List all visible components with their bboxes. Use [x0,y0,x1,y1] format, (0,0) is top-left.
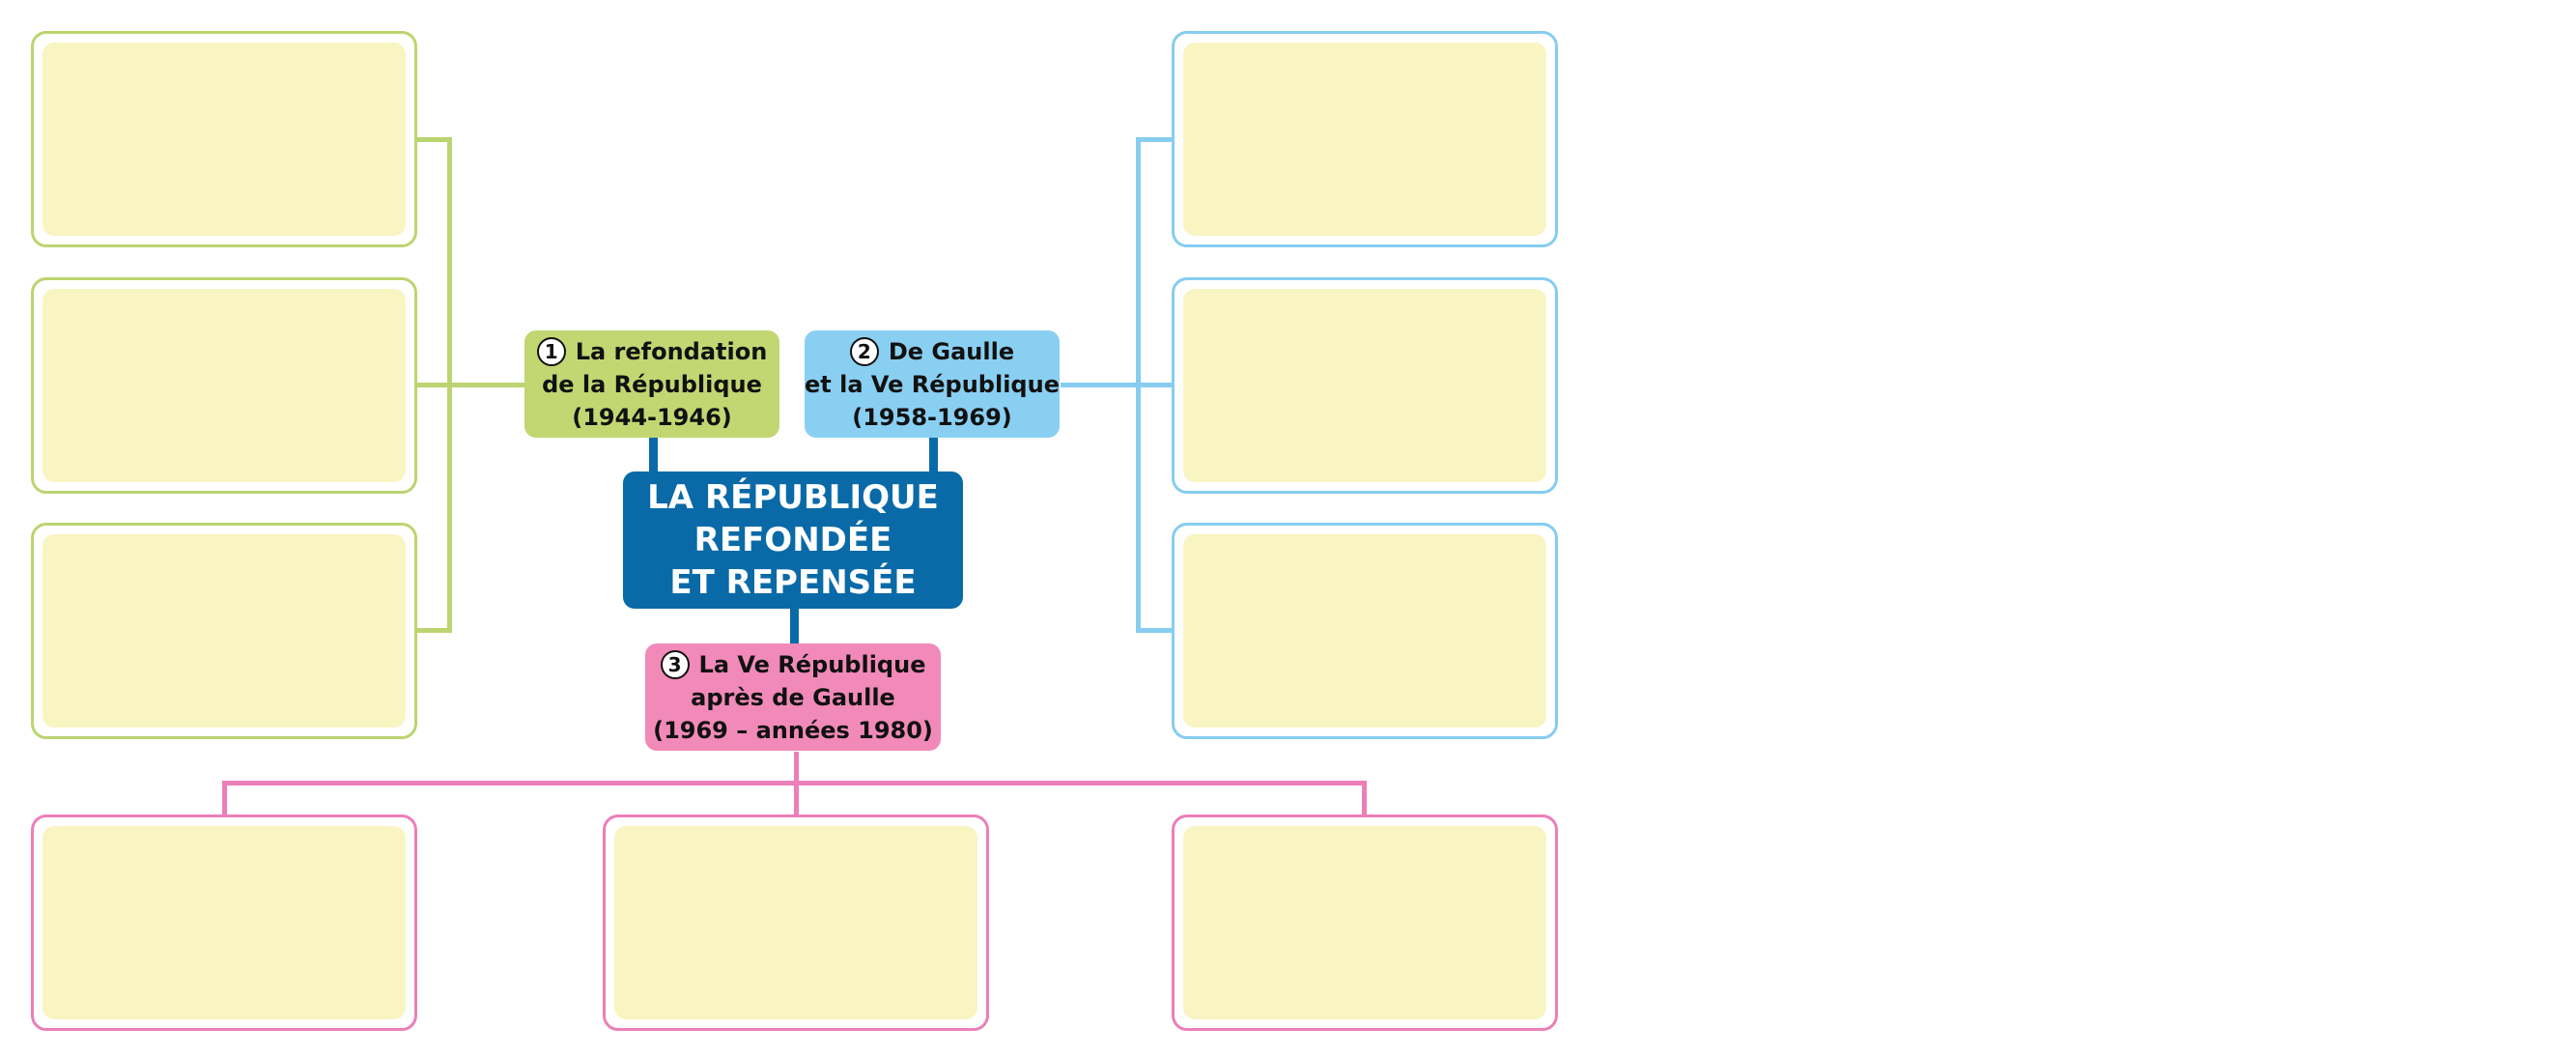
branch-1-label: 1 La refondation de la République (1944-… [524,330,779,438]
connector [222,781,227,814]
connector [417,137,452,142]
branch-1-empty-box-3[interactable] [31,523,417,739]
connector [649,437,658,473]
box-fill [614,826,977,1019]
connector [794,781,799,814]
connector [447,137,452,633]
branch-3-line-1: La Ve République [698,650,926,678]
branch-1-line-1: La refondation [575,337,768,365]
branch-2-empty-box-2[interactable] [1172,277,1558,494]
box-fill [42,43,406,236]
central-title-line-2: REFONDÉE [694,521,892,559]
branch-3-empty-box-1[interactable] [31,814,417,1031]
connector [929,437,938,473]
central-title-line-3: ET REPENSÉE [669,563,917,602]
central-title-box: LA RÉPUBLIQUE REFONDÉE ET REPENSÉE [623,471,963,609]
number-1-icon: 1 [536,336,566,366]
connector [417,628,452,633]
number-2-icon: 2 [849,336,879,366]
branch-1-line-2: de la République [542,370,762,398]
connector [1136,628,1172,633]
branch-2-line-3: (1958-1969) [852,403,1012,431]
connector [790,609,799,645]
branch-3-line-3: (1969 – années 1980) [653,716,933,744]
branch-1-title-row: 1 La refondation [536,335,768,368]
connector [1136,137,1172,142]
connector [794,752,799,783]
branch-2-empty-box-3[interactable] [1172,523,1558,739]
box-fill [1183,43,1546,236]
connector [1136,137,1141,633]
box-fill [1183,289,1546,482]
box-fill [42,534,406,728]
branch-3-label: 3 La Ve République après de Gaulle (1969… [645,643,941,751]
central-title-line-1: LA RÉPUBLIQUE [647,478,939,517]
branch-3-line-2: après de Gaulle [691,683,895,711]
connector [1061,383,1172,387]
branch-3-title-row: 3 La Ve République [660,648,926,681]
branch-1-line-3: (1944-1946) [572,403,732,431]
branch-2-line-2: et la Ve République [805,370,1060,398]
branch-2-empty-box-1[interactable] [1172,31,1558,247]
box-fill [1183,534,1546,728]
branch-2-title-row: 2 De Gaulle [849,335,1015,368]
connector [417,383,525,387]
branch-2-label: 2 De Gaulle et la Ve République (1958-19… [805,330,1060,438]
branch-2-line-1: De Gaulle [888,337,1015,365]
branch-3-empty-box-2[interactable] [603,814,989,1031]
branch-1-empty-box-1[interactable] [31,31,417,247]
branch-3-empty-box-3[interactable] [1172,814,1558,1031]
box-fill [42,826,406,1019]
box-fill [1183,826,1546,1019]
connector [1362,781,1367,814]
branch-1-empty-box-2[interactable] [31,277,417,494]
box-fill [42,289,406,482]
number-3-icon: 3 [660,649,690,679]
